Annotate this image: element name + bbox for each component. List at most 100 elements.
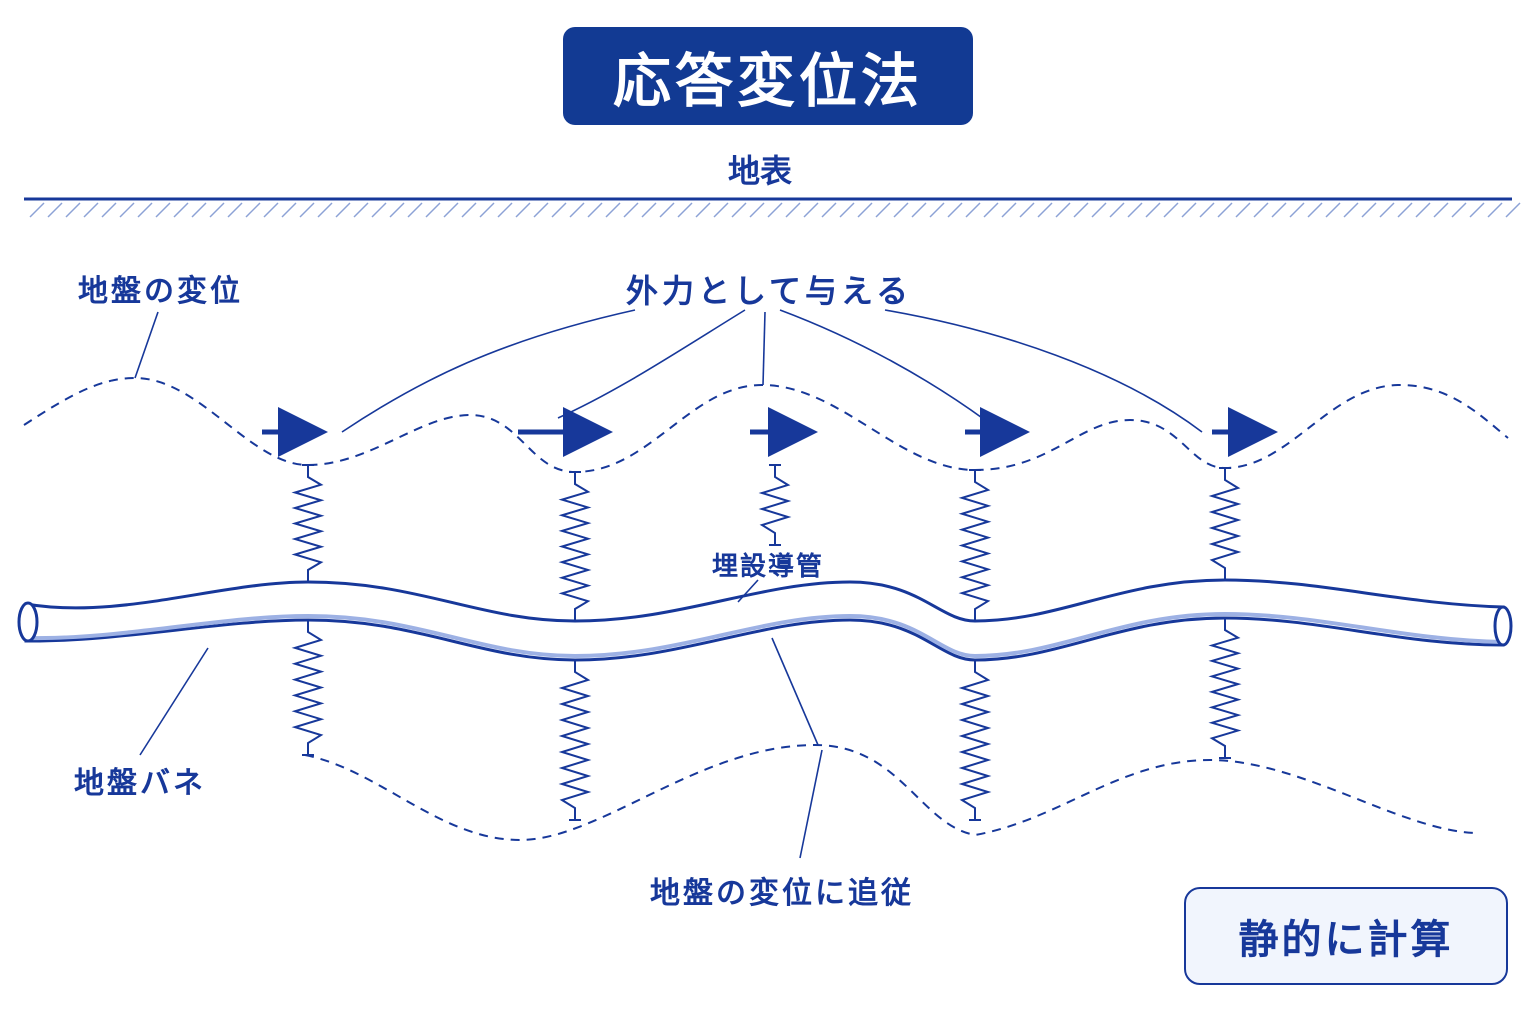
hatch-mark (695, 202, 711, 218)
hatch-mark (1163, 202, 1179, 218)
hatch-mark (749, 202, 765, 218)
hatch-mark (1325, 202, 1341, 218)
hatch-mark (119, 202, 135, 218)
hatch-mark (425, 202, 441, 218)
hatch-mark (227, 202, 243, 218)
hatch-mark (1109, 202, 1125, 218)
ground-displacement-leader (134, 311, 159, 379)
hatch-mark (515, 202, 531, 218)
ground-spring-label: 地盤バネ (74, 766, 206, 801)
hatch-mark (29, 202, 45, 218)
hatch-mark (245, 202, 261, 218)
hatch-mark (893, 202, 909, 218)
hatch-mark (1343, 202, 1359, 218)
ground-spring (958, 470, 992, 621)
pipe-end-right (1493, 605, 1513, 647)
hatch-mark (965, 202, 981, 218)
ground-spring (1208, 468, 1242, 580)
hatch-mark (821, 202, 837, 218)
title-banner: 応答変位法 (563, 27, 973, 125)
hatch-mark (983, 202, 999, 218)
page-title: 応答変位法 (612, 47, 923, 115)
hatch-mark (65, 202, 81, 218)
ground-hatch (29, 202, 1521, 218)
ground-spring (758, 465, 792, 545)
hatch-mark (281, 202, 297, 218)
hatch-mark (1505, 202, 1521, 218)
hatch-mark (1235, 202, 1251, 218)
hatch-mark (929, 202, 945, 218)
hatch-mark (137, 202, 153, 218)
hatch-mark (857, 202, 873, 218)
hatch-mark (353, 202, 369, 218)
upper-ground-displacement-curve (23, 376, 1509, 474)
ground-spring (291, 620, 325, 755)
hatch-mark (461, 202, 477, 218)
hatch-mark (587, 202, 603, 218)
hatch-mark (1271, 202, 1287, 218)
hatch-mark (839, 202, 855, 218)
buried-pipe-label: 埋設導管 (712, 552, 825, 582)
hatch-mark (605, 202, 621, 218)
static-calculation-box: 静的に計算 (1184, 887, 1508, 985)
hatch-mark (497, 202, 513, 218)
pipe-end-left (17, 601, 39, 643)
hatch-mark (263, 202, 279, 218)
hatch-mark (1469, 202, 1485, 218)
follow-leader-upper (771, 637, 819, 746)
hatch-mark (407, 202, 423, 218)
hatch-mark (1415, 202, 1431, 218)
hatch-mark (947, 202, 963, 218)
hatch-mark (569, 202, 585, 218)
hatch-mark (1055, 202, 1071, 218)
hatch-mark (1361, 202, 1377, 218)
lower-ground-displacement-curve (304, 743, 1476, 842)
hatch-mark (1451, 202, 1467, 218)
hatch-mark (1289, 202, 1305, 218)
hatch-mark (551, 202, 567, 218)
hatch-mark (803, 202, 819, 218)
hatch-mark (1181, 202, 1197, 218)
hatch-mark (173, 202, 189, 218)
hatch-mark (1253, 202, 1269, 218)
hatch-mark (1397, 202, 1413, 218)
hatch-mark (1145, 202, 1161, 218)
hatch-mark (209, 202, 225, 218)
hatch-mark (443, 202, 459, 218)
hatch-mark (1433, 202, 1449, 218)
hatch-mark (1127, 202, 1143, 218)
external-force-leaders (341, 309, 1203, 433)
hatch-mark (1019, 202, 1035, 218)
hatch-mark (1091, 202, 1107, 218)
hatch-mark (101, 202, 117, 218)
ground-spring (1208, 618, 1242, 758)
hatch-mark (1217, 202, 1233, 218)
ground-spring (558, 472, 592, 621)
hatch-mark (371, 202, 387, 218)
ground-springs (291, 464, 1242, 821)
hatch-mark (335, 202, 351, 218)
hatch-mark (623, 202, 639, 218)
ground-displacement-label: 地盤の変位 (78, 274, 243, 309)
hatch-mark (317, 202, 333, 218)
hatch-mark (641, 202, 657, 218)
hatch-mark (659, 202, 675, 218)
external-force-label: 外力として与える (626, 272, 913, 310)
ground-spring-leader (139, 647, 209, 756)
hatch-mark (677, 202, 693, 218)
hatch-mark (83, 202, 99, 218)
hatch-mark (875, 202, 891, 218)
hatch-mark (731, 202, 747, 218)
ground-spring (558, 660, 592, 820)
static-calculation-label: 静的に計算 (1238, 917, 1454, 963)
ground-surface-label: 地表 (728, 152, 793, 190)
follow-leader-lower (799, 749, 823, 859)
hatch-mark (1001, 202, 1017, 218)
hatch-mark (1199, 202, 1215, 218)
buried-pipe (17, 578, 1513, 662)
hatch-mark (299, 202, 315, 218)
hatch-mark (785, 202, 801, 218)
hatch-mark (713, 202, 729, 218)
